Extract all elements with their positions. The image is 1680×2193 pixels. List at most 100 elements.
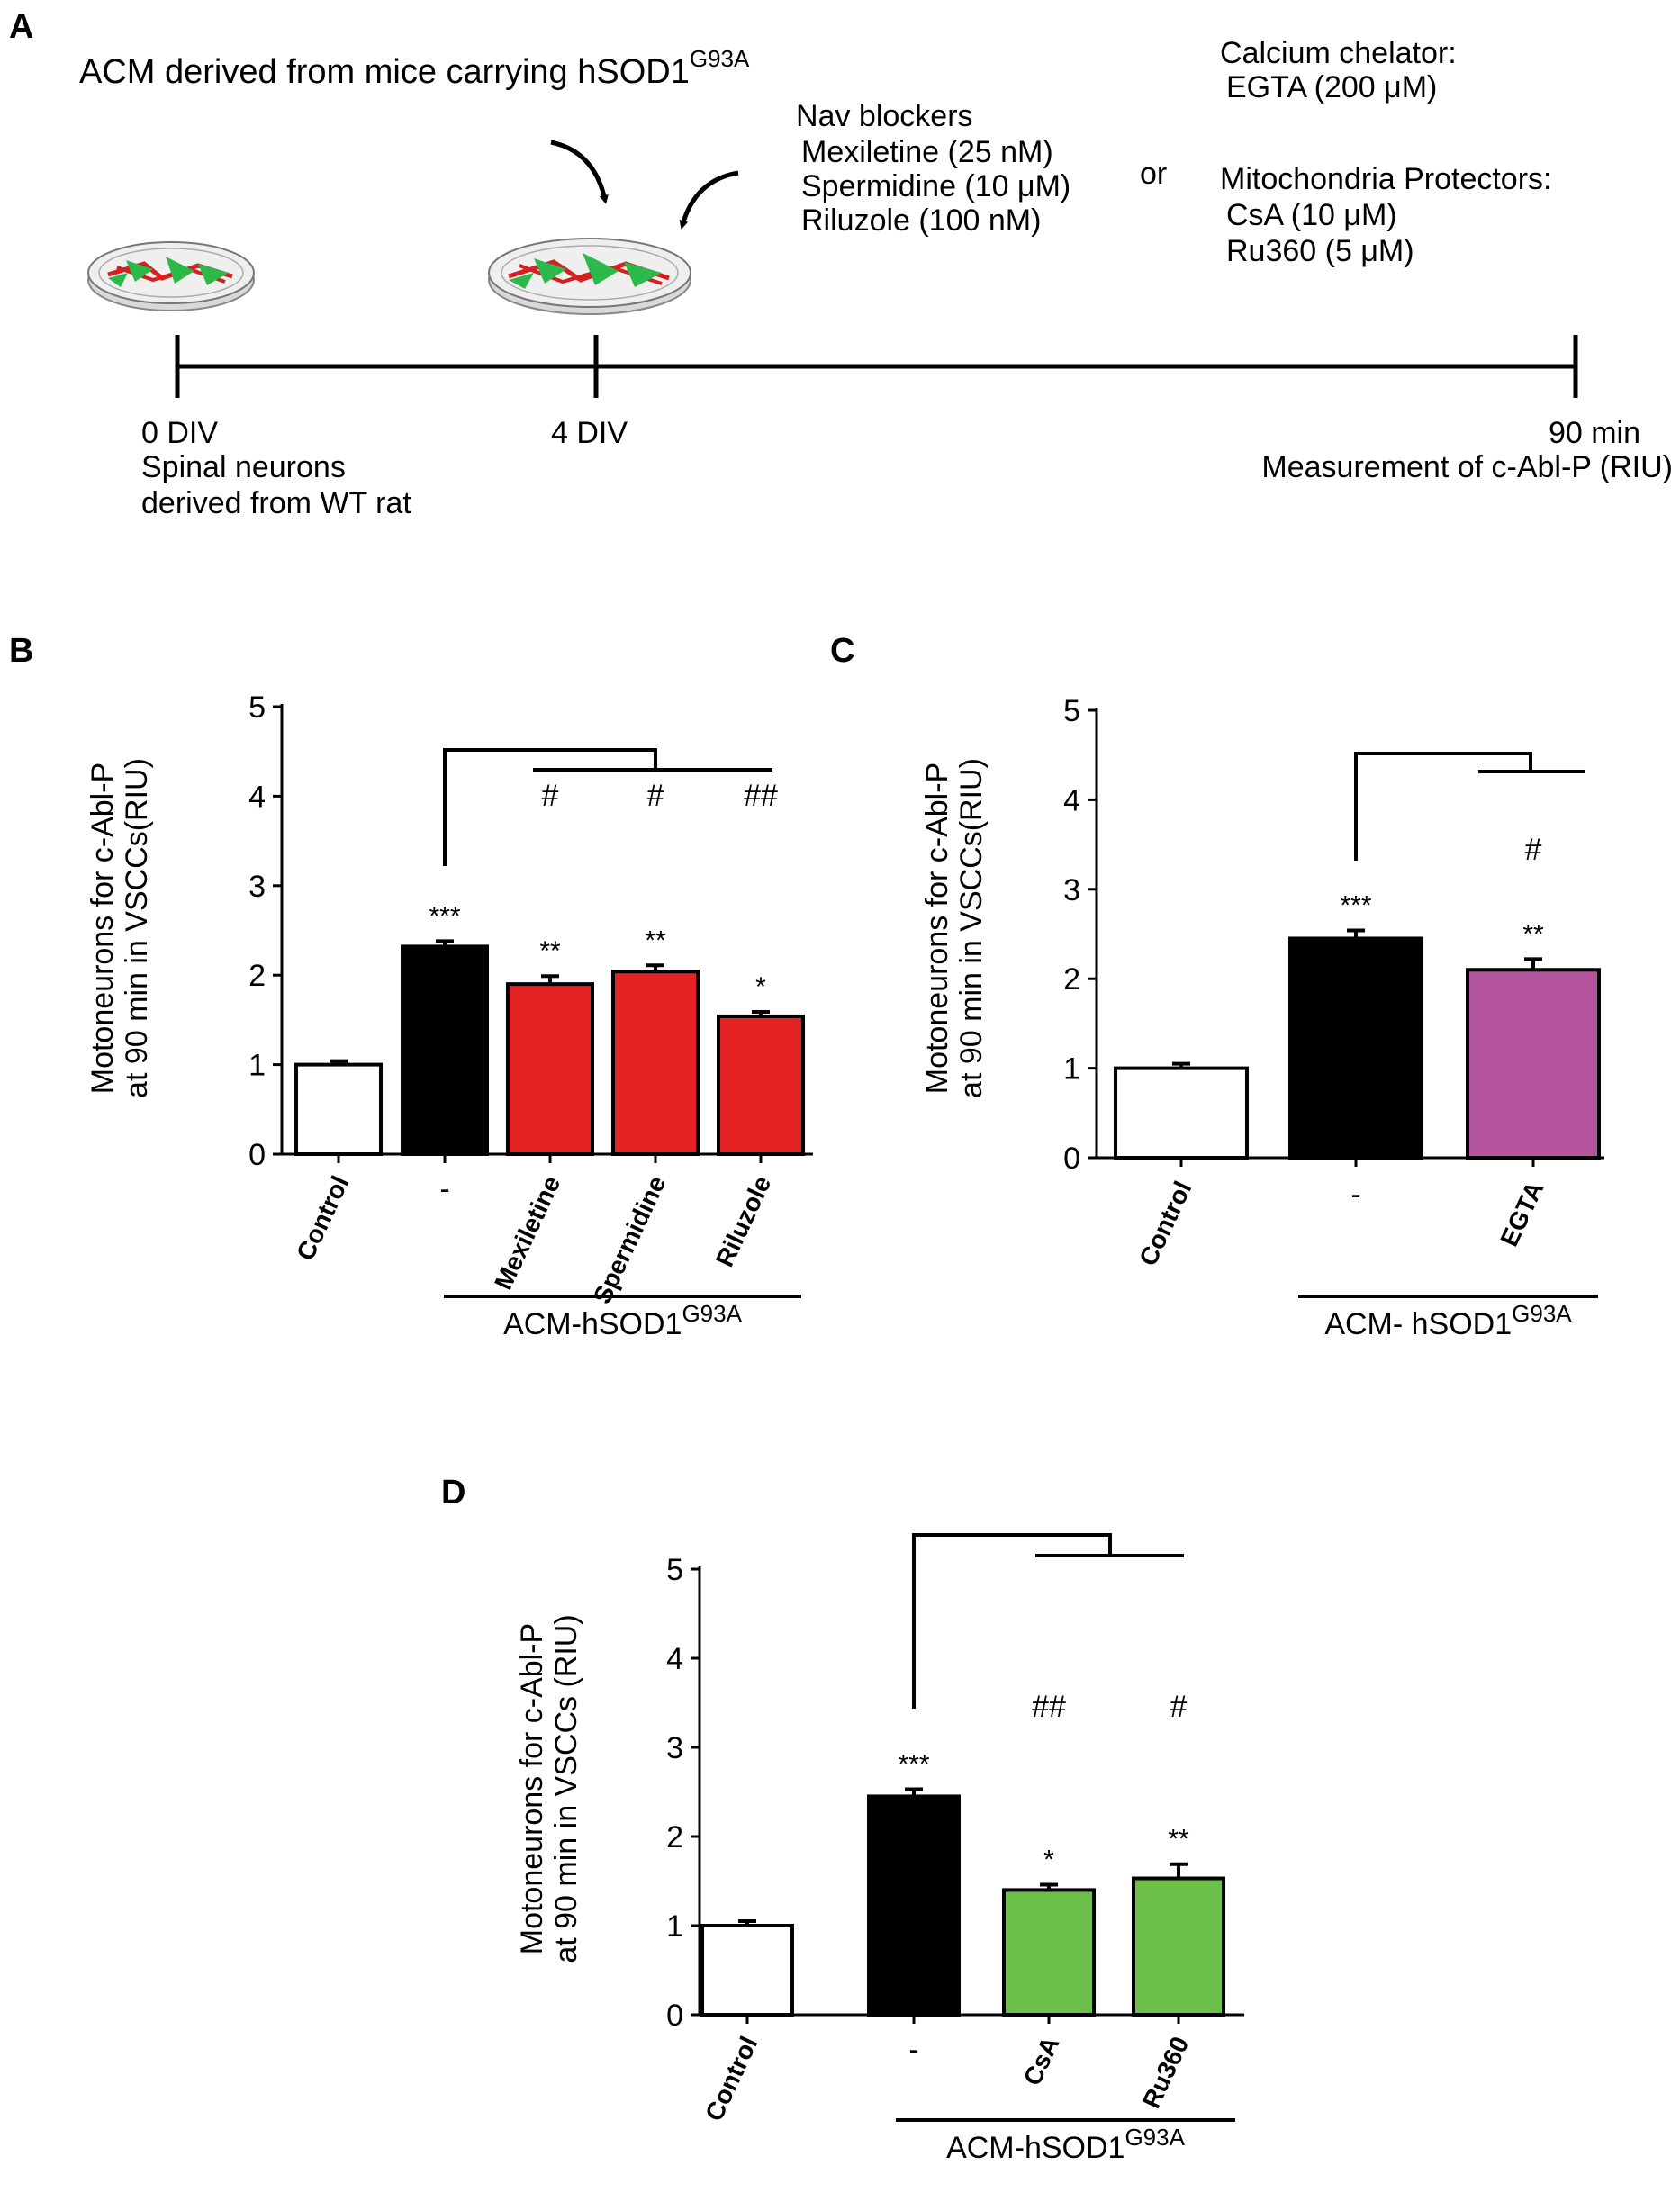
svg-text:EGTA (200 μM): EGTA (200 μM) <box>1226 70 1437 104</box>
bar <box>1132 1876 1225 2017</box>
label-4div: 4 DIV <box>551 416 628 450</box>
svg-text:Calcium chelator:: Calcium chelator: <box>1220 36 1457 70</box>
label-measurement: Measurement of c-Abl-P (RIU) <box>1261 450 1673 484</box>
svg-text:Nav blockers: Nav blockers <box>796 99 973 133</box>
y-tick-label: 0 <box>666 1999 683 2033</box>
category-label: EGTA <box>1495 1177 1549 1250</box>
y-axis-label: Motoneurons for c-Abl-P <box>920 763 954 1095</box>
category-label: Control <box>700 2032 763 2125</box>
nav-blockers-text: Nav blockers Mexiletine (25 nM) Spermidi… <box>796 99 1167 238</box>
significance-hash: # <box>1170 1690 1188 1724</box>
y-tick-label: 5 <box>1063 694 1080 728</box>
category-label: Riluzole <box>710 1171 776 1270</box>
svg-text:CsA (10 μM): CsA (10 μM) <box>1226 198 1397 232</box>
category-label: Spermidine <box>588 1171 672 1307</box>
category-label: - <box>908 2033 918 2067</box>
acm-description: ACM derived from mice carrying hSOD1G93A <box>79 45 750 91</box>
bar <box>717 1014 805 1156</box>
bar <box>867 1794 961 2017</box>
category-label: - <box>439 1172 449 1206</box>
y-tick-label: 2 <box>248 959 266 993</box>
y-tick-label: 5 <box>248 690 266 725</box>
y-tick-label: 0 <box>1063 1142 1080 1176</box>
culture-dish-4div <box>488 238 691 315</box>
bar <box>1002 1888 1096 2017</box>
panel-label-c: C <box>830 632 854 670</box>
y-tick-label: 2 <box>666 1820 683 1855</box>
group-label: ACM-hSOD1G93A <box>503 1300 743 1341</box>
y-axis-label: at 90 min in VSCCs (RIU) <box>549 1614 583 1963</box>
bar <box>294 1062 383 1156</box>
calcium-chelator-text: Calcium chelator: EGTA (200 μM) <box>1220 36 1457 104</box>
bar <box>401 944 489 1156</box>
comparison-bracket <box>1354 752 1532 861</box>
significance-stars: ** <box>1522 919 1544 949</box>
y-tick-label: 2 <box>1063 962 1080 997</box>
svg-text:Mitochondria Protectors:: Mitochondria Protectors: <box>1220 162 1552 196</box>
y-tick-label: 1 <box>248 1049 266 1083</box>
y-tick-label: 3 <box>248 870 266 904</box>
label-wt-rat: derived from WT rat <box>141 486 411 520</box>
culture-dish-0div <box>87 241 255 311</box>
significance-stars: *** <box>429 901 460 931</box>
bar <box>700 1924 794 2017</box>
significance-hash: ## <box>1032 1690 1066 1724</box>
svg-text:or: or <box>1140 157 1167 191</box>
y-tick-label: 4 <box>1063 783 1080 817</box>
svg-text:Mexiletine (25 nM): Mexiletine (25 nM) <box>801 135 1053 169</box>
significance-hash: ## <box>744 779 778 813</box>
y-tick-label: 5 <box>666 1553 683 1587</box>
significance-hash: # <box>1525 833 1542 867</box>
y-axis-label: Motoneurons for c-Abl-P <box>515 1623 549 1955</box>
label-90min: 90 min <box>1549 416 1640 450</box>
y-tick-label: 3 <box>1063 873 1080 907</box>
significance-stars: ** <box>1168 1825 1189 1855</box>
bar <box>1288 936 1423 1160</box>
label-spinal-neurons: Spinal neurons <box>141 450 346 484</box>
category-label: CsA <box>1018 2032 1065 2089</box>
significance-stars: ** <box>539 936 561 966</box>
category-label: Mexiletine <box>489 1171 565 1294</box>
panel-label-d: D <box>441 1474 465 1512</box>
arrow-blockers-icon <box>679 170 739 230</box>
label-0div: 0 DIV <box>141 416 218 450</box>
significance-stars: * <box>755 972 766 1002</box>
svg-text:Riluzole (100 nM): Riluzole (100 nM) <box>801 203 1041 238</box>
panel-label-a: A <box>9 8 33 46</box>
timeline <box>175 335 1578 398</box>
y-tick-label: 3 <box>666 1731 683 1765</box>
significance-stars: *** <box>898 1750 929 1780</box>
y-tick-label: 1 <box>1063 1052 1080 1087</box>
comparison-bracket <box>443 748 657 866</box>
y-axis-label: at 90 min in VSCCs(RIU) <box>954 758 989 1098</box>
svg-text:Spermidine (10 μM): Spermidine (10 μM) <box>801 169 1070 203</box>
panel-a: A ACM derived from mice carrying hSOD1G9… <box>9 8 1673 520</box>
bar <box>1114 1066 1249 1160</box>
group-label: ACM- hSOD1G93A <box>1324 1300 1572 1341</box>
y-tick-label: 1 <box>666 1909 683 1944</box>
significance-stars: *** <box>1340 891 1371 921</box>
bar <box>611 970 700 1156</box>
category-label: Control <box>291 1171 354 1264</box>
significance-hash: # <box>542 779 559 813</box>
mito-protectors-text: Mitochondria Protectors: CsA (10 μM) Ru3… <box>1220 162 1552 268</box>
significance-stars: * <box>1043 1845 1054 1874</box>
bar <box>506 982 594 1157</box>
svg-text:Ru360 (5 μM): Ru360 (5 μM) <box>1226 234 1414 268</box>
y-axis-label: at 90 min in VSCCs(RIU) <box>120 758 154 1098</box>
category-label: Ru360 <box>1137 2032 1195 2112</box>
y-tick-label: 0 <box>248 1138 266 1172</box>
y-tick-label: 4 <box>666 1642 683 1676</box>
category-label: - <box>1350 1178 1360 1212</box>
arrow-acm-icon <box>550 140 609 204</box>
category-label: Control <box>1134 1177 1197 1269</box>
panel-label-b: B <box>9 632 33 670</box>
significance-stars: ** <box>645 925 666 955</box>
y-axis-label: Motoneurons for c-Abl-P <box>86 763 120 1095</box>
bar <box>1466 968 1601 1160</box>
significance-hash: # <box>647 779 664 813</box>
